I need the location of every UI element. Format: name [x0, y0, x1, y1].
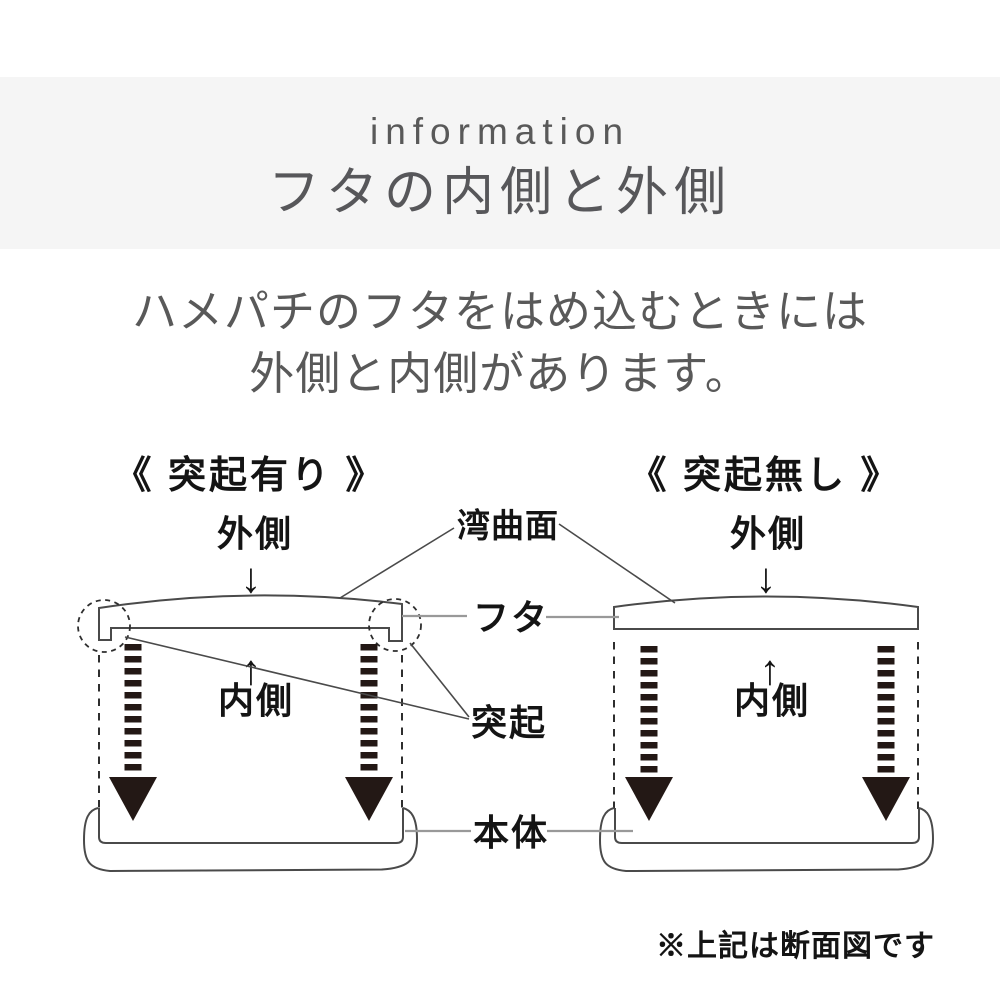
right-body-inner-shape [614, 808, 920, 844]
right-outside-label: 外側 [730, 513, 806, 554]
left-outside-down-arrow-icon: ↓ [241, 554, 262, 601]
right-lid-shape [613, 595, 919, 630]
left-outside-label: 外側 [217, 513, 293, 554]
page-title: フタの内側と外側 [267, 164, 732, 222]
left-body-outer-shape [82, 807, 419, 873]
curved-surface-pointer-line-right [558, 523, 676, 604]
left-inside-up-arrow-icon: ↑ [241, 646, 262, 693]
intro-line-2: 外側と内側があります。 [249, 348, 751, 399]
left-protrusion-highlight-circle-right [368, 598, 422, 652]
info-eyebrow: information [369, 111, 631, 152]
protrusion-pointer-line-right [409, 642, 470, 718]
right-diagram-title: 《 突起無し 》 [628, 455, 901, 497]
right-press-arrow-head-right [862, 777, 910, 821]
curved-surface-label: 湾曲面 [457, 507, 559, 544]
left-body-inner-shape [98, 808, 404, 844]
left-inside-label: 内側 [218, 680, 294, 721]
left-press-arrow-head-right [345, 777, 393, 821]
right-diagram: 《 突起無し 》 外側 ↓ ↑ 内側 [598, 455, 935, 873]
body-label: 本体 [473, 812, 549, 853]
left-diagram: 《 突起有り 》 外側 ↓ ↑ 内側 [77, 455, 422, 873]
right-body-outer-shape [598, 807, 935, 873]
right-press-arrow-head-left [625, 777, 673, 821]
left-press-arrow-head-left [109, 777, 157, 821]
right-outside-down-arrow-icon: ↓ [756, 554, 777, 601]
protrusion-label: 突起 [471, 702, 547, 743]
right-inside-label: 内側 [734, 680, 810, 721]
intro-line-1: ハメパチのフタをはめ込むときには [131, 286, 868, 337]
cross-section-note: ※上記は断面図です [656, 929, 935, 963]
curved-surface-pointer-line-left [339, 527, 455, 599]
left-lid-with-protrusions-shape [98, 594, 403, 642]
lid-label: フタ [473, 597, 549, 638]
info-header: information フタの内側と外側 [0, 77, 1000, 249]
callout-labels: 湾曲面 フタ 突起 本体 [124, 507, 676, 853]
left-protrusion-highlight-circle-left [77, 599, 131, 653]
intro-text: ハメパチのフタをはめ込むときには 外側と内側があります。 [0, 281, 1000, 405]
left-diagram-title: 《 突起有り 》 [113, 455, 386, 497]
right-inside-up-arrow-icon: ↑ [760, 646, 781, 693]
protrusion-pointer-line-left [124, 636, 470, 720]
